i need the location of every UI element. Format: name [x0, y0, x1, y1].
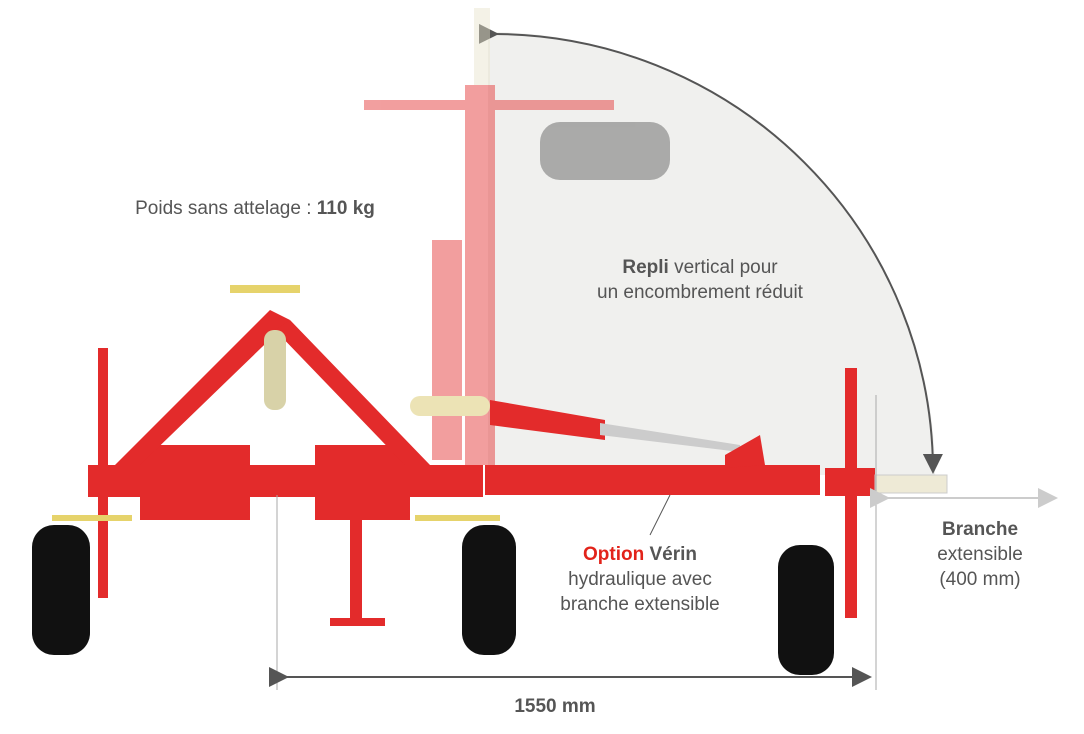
wheel — [462, 525, 516, 655]
weight-label: Poids sans attelage : 110 kg — [135, 198, 375, 219]
width-dimension-label: 1550 mm — [514, 696, 596, 717]
main-frame — [52, 285, 948, 626]
wheel — [32, 525, 90, 655]
folded-arm-ghost — [364, 8, 670, 465]
option-leader-line — [649, 494, 671, 536]
fold-sector — [488, 32, 935, 475]
fold-arc-arrow — [478, 23, 943, 474]
wheel — [778, 545, 834, 675]
